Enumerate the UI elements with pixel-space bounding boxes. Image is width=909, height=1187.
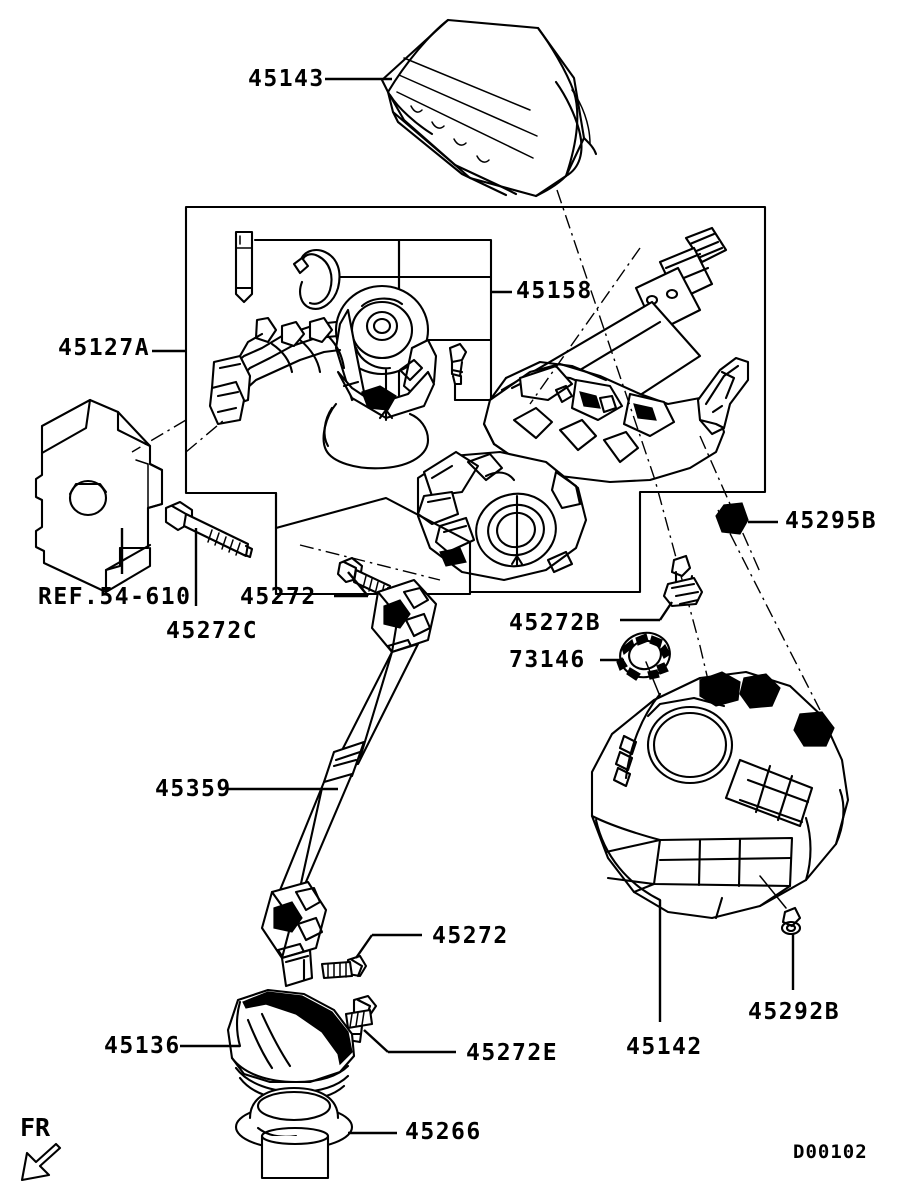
part-label-45272-lower: 45272: [432, 923, 509, 949]
part-shape-combination-switch: [482, 360, 726, 484]
part-label-45142: 45142: [626, 1034, 703, 1060]
leader-45272-upper-d: [347, 571, 369, 597]
part-shape-clockspring-motor: [322, 284, 438, 470]
part-label-45272b: 45272B: [509, 610, 602, 636]
part-label-45136: 45136: [104, 1033, 181, 1059]
part-label-45158: 45158: [516, 278, 593, 304]
part-label-45266: 45266: [405, 1119, 482, 1145]
reference-label-54-610: REF.54-610: [38, 584, 192, 610]
dash-harness: [185, 419, 225, 453]
part-shape-45158-pin: [234, 230, 254, 304]
dash-45127a: [131, 419, 187, 453]
part-shape-screw-small-box: [448, 342, 468, 386]
part-label-73146: 73146: [509, 647, 586, 673]
part-label-45127a: 45127A: [58, 335, 151, 361]
leader-45272e-d: [363, 1029, 389, 1053]
part-shape-45266-grommet: [234, 1086, 354, 1180]
part-label-45359: 45359: [155, 776, 232, 802]
leader-45292b-tick: [759, 875, 787, 909]
part-label-45143: 45143: [248, 66, 325, 92]
part-shape-45142-cover: [590, 670, 850, 920]
part-shape-45158-clamp: [292, 249, 341, 310]
fr-direction-arrow: [20, 1142, 62, 1182]
part-shape-45136-boot: [226, 988, 356, 1102]
leader-45272-lower-d: [355, 934, 373, 959]
part-shape-73146-ring: [616, 631, 671, 681]
fr-orientation-label: FR: [20, 1113, 51, 1142]
part-label-45272c: 45272C: [166, 618, 259, 644]
leader-45272b-d: [659, 601, 673, 621]
drawing-number: D00102: [793, 1141, 868, 1163]
part-shape-45359-shaft: [260, 578, 438, 988]
part-shape-45272-lower-bolt: [320, 954, 368, 980]
dash-axis-3: [717, 509, 821, 711]
part-shape-45127a-ecu: [34, 398, 164, 594]
part-shape-45272b-bolt: [662, 554, 704, 608]
part-label-45295b: 45295B: [785, 508, 878, 534]
part-shape-stalk-lever: [696, 356, 750, 436]
part-shape-45292b-screw: [780, 906, 802, 936]
part-label-45292b: 45292B: [748, 999, 841, 1025]
part-shape-45272c-bolt: [164, 500, 254, 559]
part-shape-45143: [380, 18, 598, 198]
part-shape-wire-harness: [208, 316, 346, 426]
dash-axis-1: [529, 247, 641, 405]
dash-bolt-guide: [299, 544, 441, 581]
part-shape-45295b-clip: [715, 502, 749, 535]
part-shape-45272e-bolt: [344, 994, 378, 1044]
part-label-45272-upper: 45272: [240, 584, 317, 610]
box-diag-guide: [274, 496, 472, 594]
part-label-45272e: 45272E: [466, 1040, 559, 1066]
